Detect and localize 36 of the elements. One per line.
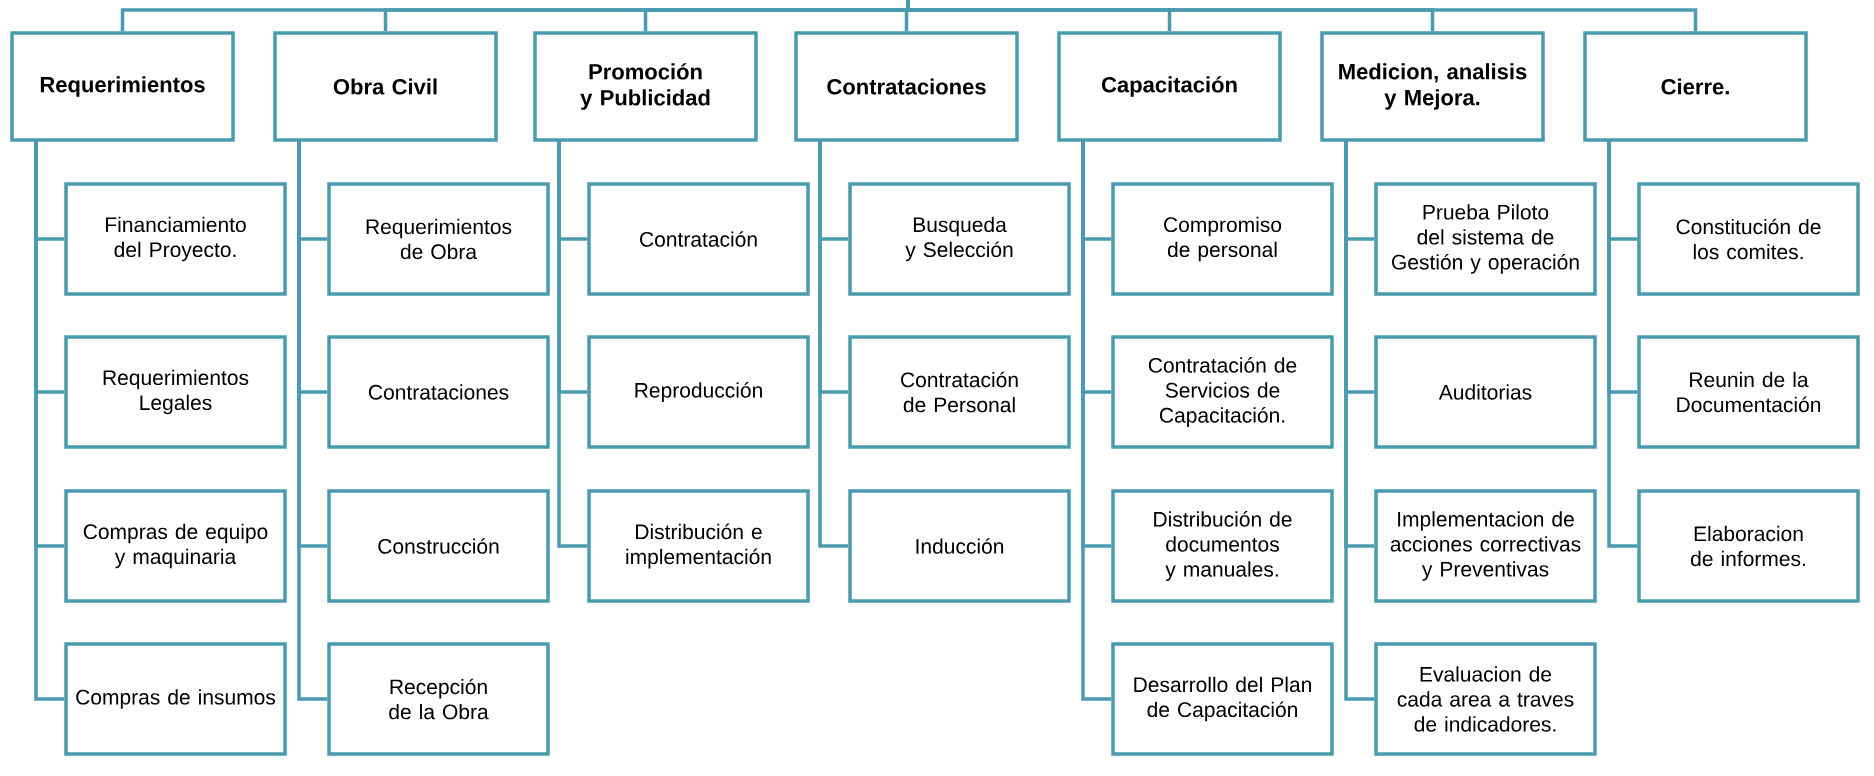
task-box: Distribución e implementación bbox=[587, 489, 810, 603]
task-box: Busqueda y Selección bbox=[848, 182, 1071, 296]
header-box: Promoción y Publicidad bbox=[533, 31, 758, 142]
header-box: Capacitación bbox=[1057, 31, 1282, 142]
task-box: Reproducción bbox=[587, 335, 810, 449]
header-box: Obra Civil bbox=[273, 31, 498, 142]
task-box: Implementacion de acciones correctivas y Preventivas bbox=[1374, 489, 1597, 603]
task-box: Constitución de los comites. bbox=[1637, 182, 1860, 296]
header-box: Requerimientos bbox=[10, 31, 235, 142]
connector-line bbox=[557, 140, 588, 548]
task-box: Contratación bbox=[587, 182, 810, 296]
connector-line bbox=[818, 140, 849, 548]
task-box: Contrataciones bbox=[327, 335, 550, 449]
task-box: Compras de insumos bbox=[64, 642, 287, 756]
task-box: Requerimientos Legales bbox=[64, 335, 287, 449]
task-box: Reunin de la Documentación bbox=[1637, 335, 1860, 449]
task-box: Construcción bbox=[327, 489, 550, 603]
task-box: Inducción bbox=[848, 489, 1071, 603]
task-box: Recepción de la Obra bbox=[327, 642, 550, 756]
task-box: Evaluacion de cada area a traves de indicadores. bbox=[1374, 642, 1597, 756]
task-box: Contratación de Personal bbox=[848, 335, 1071, 449]
task-box: Financiamiento del Proyecto. bbox=[64, 182, 287, 296]
task-box: Distribución de documentos y manuales. bbox=[1111, 489, 1334, 603]
task-box: Elaboracion de informes. bbox=[1637, 489, 1860, 603]
task-box: Requerimientos de Obra bbox=[327, 182, 550, 296]
header-box: Medicion, analisis y Mejora. bbox=[1320, 31, 1545, 142]
task-box: Compras de equipo y maquinaria bbox=[64, 489, 287, 603]
task-box: Prueba Piloto del sistema de Gestión y operación bbox=[1374, 182, 1597, 296]
task-box: Contratación de Servicios de Capacitación. bbox=[1111, 335, 1334, 449]
task-box: Compromiso de personal bbox=[1111, 182, 1334, 296]
connector-line bbox=[1607, 140, 1638, 548]
task-box: Desarrollo del Plan de Capacitación bbox=[1111, 642, 1334, 756]
header-box: Contrataciones bbox=[794, 31, 1019, 142]
task-box: Auditorias bbox=[1374, 335, 1597, 449]
header-box: Cierre. bbox=[1583, 31, 1808, 142]
connector-line bbox=[906, 0, 1698, 32]
